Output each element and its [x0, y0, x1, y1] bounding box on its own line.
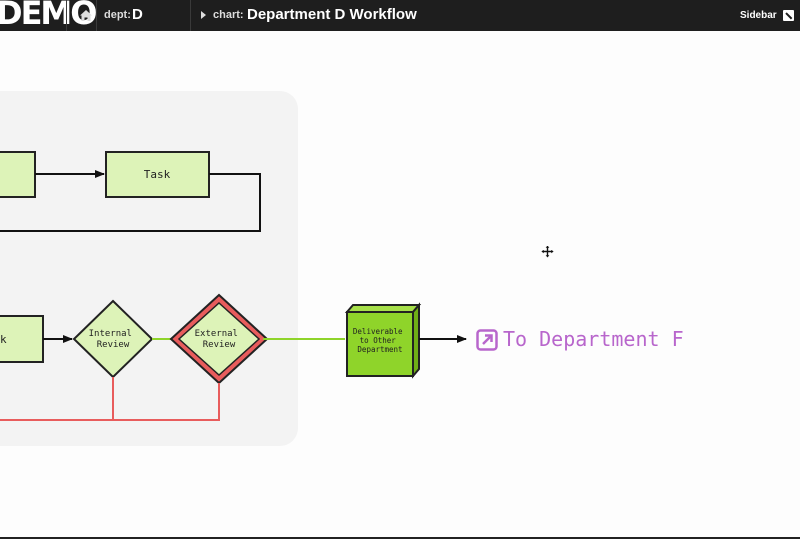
chevron-right-icon[interactable]	[201, 11, 206, 19]
dept-label: dept:	[104, 9, 131, 21]
task-node-partial-bottom[interactable]	[0, 315, 44, 363]
chart-title[interactable]: Department D Workflow	[247, 6, 417, 23]
flowchart-canvas[interactable]: Task k Internal Review External Review	[0, 31, 800, 539]
external-review-node[interactable]	[177, 301, 261, 377]
external-review-label: External Review	[195, 329, 244, 350]
home-button[interactable]	[76, 0, 96, 31]
internal-review-label: Internal Review	[89, 329, 138, 350]
task-node-partial-label: k	[0, 333, 7, 346]
deliverable-label-line1: Deliverable	[353, 327, 403, 336]
move-cursor-icon	[541, 245, 554, 258]
sidebar-toggle-button[interactable]: Sidebar	[740, 0, 794, 31]
sidebar-label: Sidebar	[740, 10, 777, 21]
bottom-border	[0, 537, 800, 539]
external-link-icon[interactable]	[476, 329, 498, 351]
separator	[66, 0, 67, 31]
deliverable-label-line3: Department	[357, 345, 402, 354]
internal-review-label-line2: Review	[97, 340, 130, 350]
reject-connector	[113, 383, 220, 421]
separator	[190, 0, 191, 31]
external-review-label-line1: External	[195, 329, 238, 339]
task-node-partial-top[interactable]	[0, 151, 36, 198]
to-department-f-link[interactable]: To Department F	[503, 327, 684, 351]
deliverable-node-top	[344, 304, 422, 313]
external-review-label-line2: Review	[203, 340, 236, 350]
swimlane-group	[0, 91, 298, 446]
reject-connector	[0, 377, 114, 421]
internal-review-node[interactable]	[72, 299, 154, 379]
app-logo[interactable]: DEMO	[0, 0, 97, 32]
flowchart-diagram: Task k Internal Review External Review	[0, 151, 467, 421]
separator	[96, 0, 97, 31]
task-node-label: Task	[144, 168, 171, 181]
internal-review-label-line1: Internal	[89, 329, 132, 339]
sidebar-icon	[782, 10, 794, 21]
home-icon	[80, 10, 92, 21]
top-bar: DEMO dept: D chart: Department D Workflo…	[0, 0, 800, 32]
deliverable-label: Deliverable to Other Department	[353, 327, 407, 354]
loop-connector	[0, 173, 261, 232]
dept-selector[interactable]: D	[132, 6, 143, 23]
deliverable-node[interactable]	[346, 311, 414, 377]
deliverable-label-line2: to Other	[360, 336, 397, 345]
chart-label: chart:	[213, 9, 244, 21]
task-node[interactable]	[105, 151, 210, 198]
